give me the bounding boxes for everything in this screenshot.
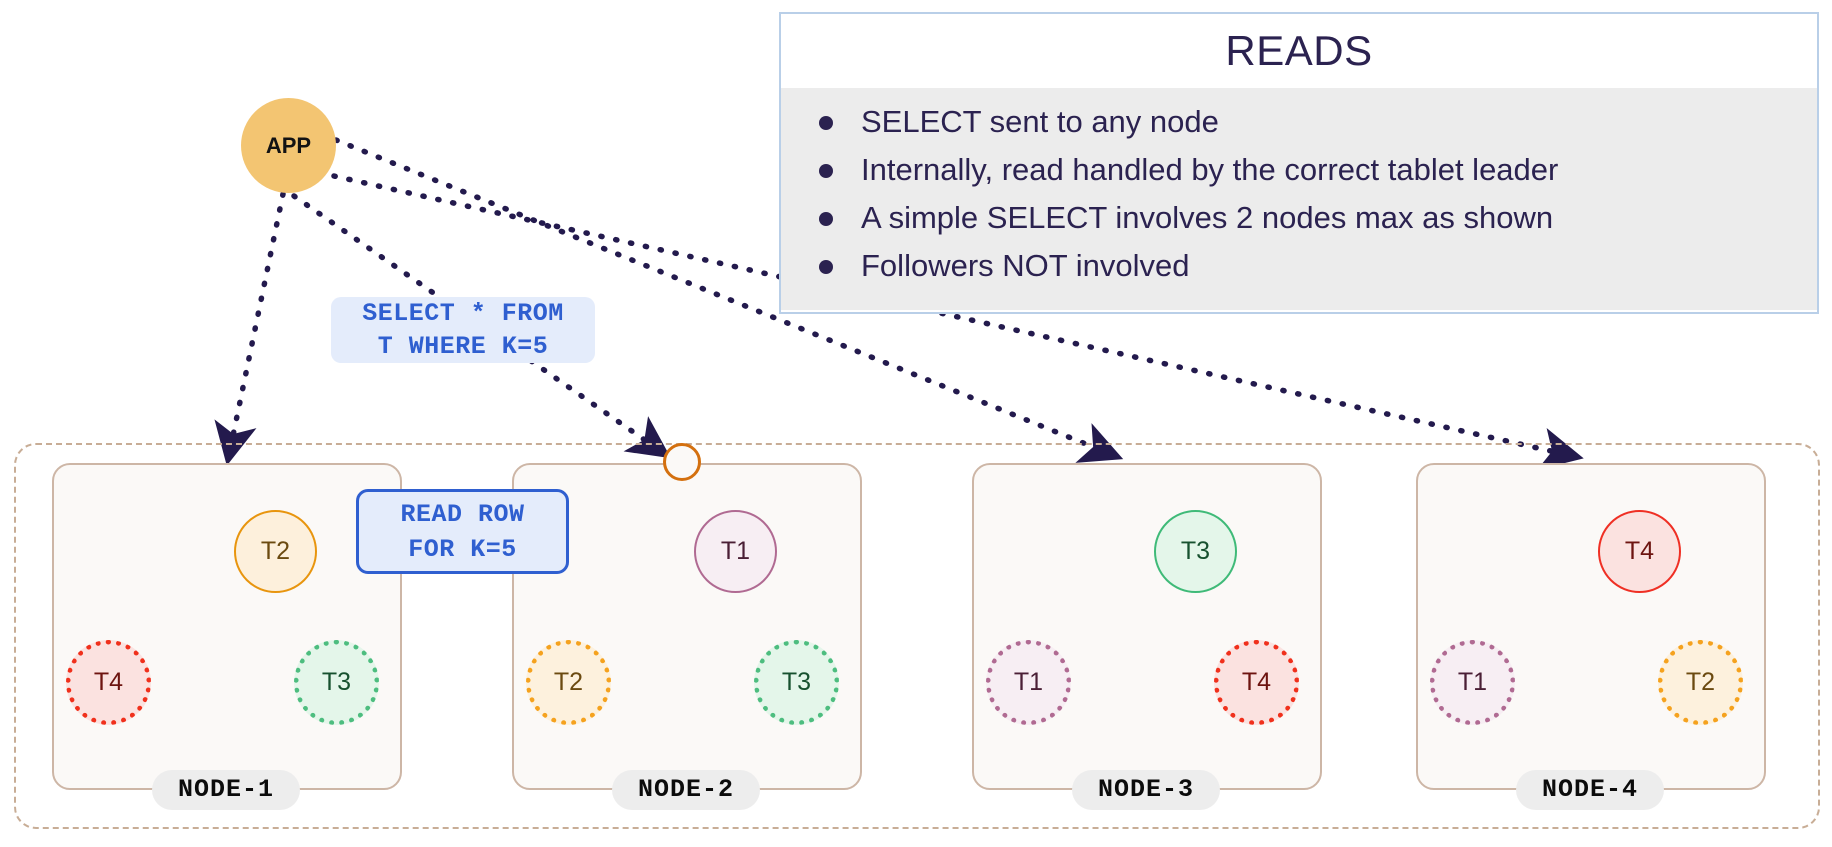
reads-bullet-item: A simple SELECT involves 2 nodes max as … bbox=[799, 194, 1793, 242]
bullet-dot-icon bbox=[819, 212, 833, 226]
bullet-dot-icon bbox=[819, 116, 833, 130]
tablet-label: T4 bbox=[1624, 537, 1655, 565]
sql-query-line-1: SELECT * FROM bbox=[362, 299, 564, 328]
node-box-3: T3 T1 T4 bbox=[972, 463, 1322, 790]
arrow-app-to-node1 bbox=[214, 191, 286, 466]
bullet-dot-icon bbox=[819, 164, 833, 178]
tablet-label: T4 bbox=[93, 668, 124, 696]
reads-bullet-item: Internally, read handled by the correct … bbox=[799, 146, 1793, 194]
tablet-label: T1 bbox=[720, 537, 751, 565]
tablet-leader-node1: T2 bbox=[234, 510, 317, 593]
reads-bullet-text: Followers NOT involved bbox=[861, 248, 1190, 283]
reads-bullet-text: A simple SELECT involves 2 nodes max as … bbox=[861, 200, 1554, 235]
reads-panel-body: SELECT sent to any node Internally, read… bbox=[781, 88, 1817, 310]
tablet-label: T2 bbox=[260, 537, 291, 565]
node-label-3: NODE-3 bbox=[1072, 770, 1221, 810]
node2-entry-point-dot bbox=[663, 443, 701, 481]
tablet-label: T3 bbox=[1180, 537, 1211, 565]
tablet-follower-node1-a: T4 bbox=[66, 640, 151, 725]
reads-bullet-item: SELECT sent to any node bbox=[799, 98, 1793, 146]
node-label-1: NODE-1 bbox=[152, 770, 301, 810]
tablet-label: T3 bbox=[781, 668, 812, 696]
tablet-follower-node2-a: T2 bbox=[526, 640, 611, 725]
node-label-4: NODE-4 bbox=[1516, 770, 1665, 810]
tablet-follower-node1-b: T3 bbox=[294, 640, 379, 725]
tablet-follower-node3-b: T4 bbox=[1214, 640, 1299, 725]
tablet-label: T4 bbox=[1241, 668, 1272, 696]
app-node: APP bbox=[241, 98, 336, 193]
tablet-follower-node4-b: T2 bbox=[1658, 640, 1743, 725]
tablet-follower-node4-a: T1 bbox=[1430, 640, 1515, 725]
node-box-2: T1 T2 T3 bbox=[512, 463, 862, 790]
tablet-label: T2 bbox=[553, 668, 584, 696]
reads-info-panel: READS SELECT sent to any node Internally… bbox=[779, 12, 1819, 314]
sql-query-line-2: T WHERE K=5 bbox=[377, 332, 549, 361]
tablet-leader-node4: T4 bbox=[1598, 510, 1681, 593]
bullet-dot-icon bbox=[819, 260, 833, 274]
node-box-4: T4 T1 T2 bbox=[1416, 463, 1766, 790]
reads-bullet-text: SELECT sent to any node bbox=[861, 104, 1219, 139]
tablet-follower-node2-b: T3 bbox=[754, 640, 839, 725]
reads-bullet-list: SELECT sent to any node Internally, read… bbox=[799, 98, 1793, 290]
tablet-leader-node2: T1 bbox=[694, 510, 777, 593]
reads-bullet-item: Followers NOT involved bbox=[799, 242, 1793, 290]
cluster-boundary bbox=[14, 443, 1820, 829]
tablet-label: T2 bbox=[1685, 668, 1716, 696]
tablet-label: T1 bbox=[1013, 668, 1044, 696]
read-row-callout: READ ROW FOR K=5 bbox=[356, 489, 569, 574]
read-row-line-2: FOR K=5 bbox=[408, 534, 517, 564]
tablet-label: T3 bbox=[321, 668, 352, 696]
tablet-follower-node3-a: T1 bbox=[986, 640, 1071, 725]
sql-query-callout: SELECT * FROM T WHERE K=5 bbox=[331, 297, 595, 363]
reads-panel-title: READS bbox=[1225, 27, 1373, 74]
tablet-label: T1 bbox=[1457, 668, 1488, 696]
read-row-line-1: READ ROW bbox=[400, 499, 525, 529]
reads-bullet-text: Internally, read handled by the correct … bbox=[861, 152, 1559, 187]
node-box-1: T2 T4 T3 bbox=[52, 463, 402, 790]
node-label-2: NODE-2 bbox=[612, 770, 761, 810]
tablet-leader-node3: T3 bbox=[1154, 510, 1237, 593]
app-node-label: APP bbox=[265, 132, 312, 158]
